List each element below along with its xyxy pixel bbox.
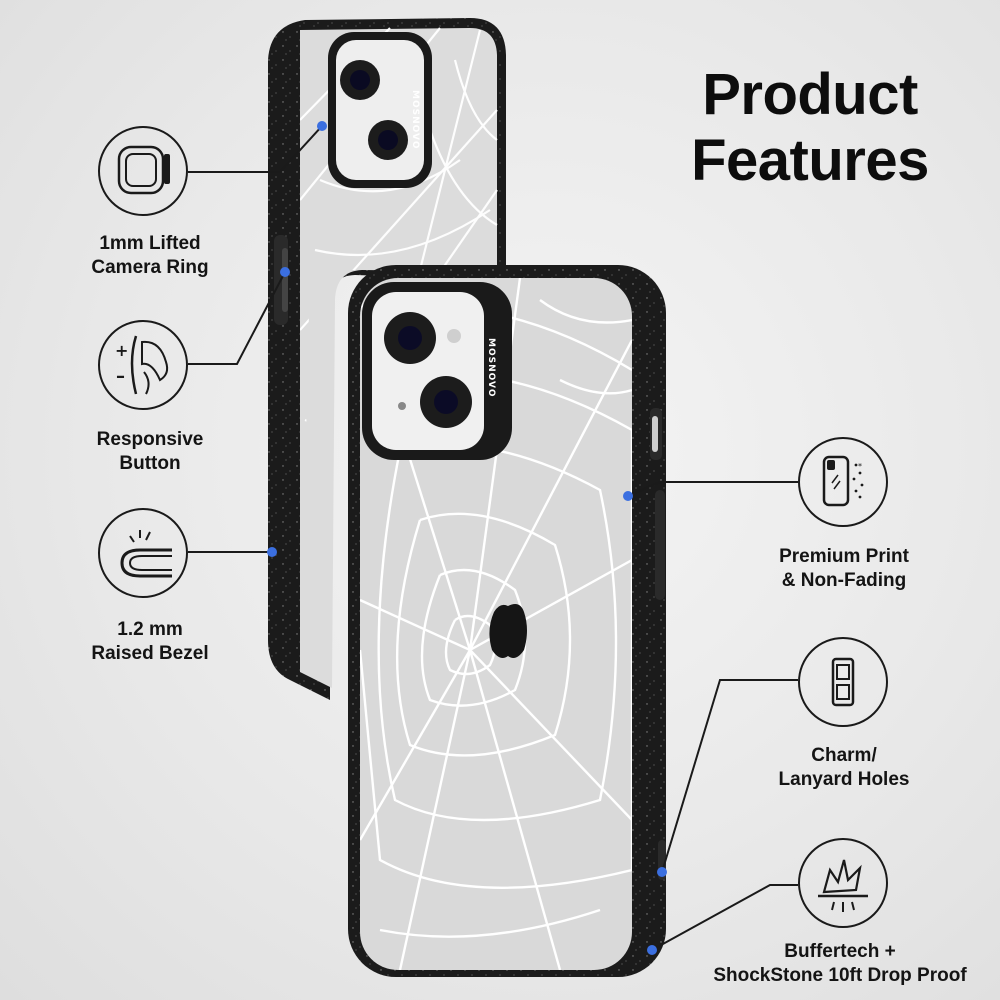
feature-label-raised-bezel: 1.2 mm Raised Bezel xyxy=(91,619,209,664)
front-case-brand-wordmark: MOSNOVO xyxy=(486,338,496,398)
feature-label-camera-ring: 1mm Lifted Camera Ring xyxy=(91,233,209,278)
title-line-1: Product xyxy=(702,62,918,127)
svg-text:*: * xyxy=(858,462,862,471)
camera-ring-icon xyxy=(98,126,188,216)
svg-text:+: + xyxy=(115,341,128,360)
callout-dot-drop xyxy=(647,945,657,955)
premium-print-icon: * xyxy=(798,437,888,527)
callout-dot-lanyard xyxy=(657,867,667,877)
front-phone-case: MOSNOVO xyxy=(348,265,666,977)
drop-proof-icon xyxy=(798,838,888,928)
lanyard-holes-icon xyxy=(798,637,888,727)
raised-bezel-icon xyxy=(98,508,188,598)
feature-label-premium-print: Premium Print & Non-Fading xyxy=(779,546,909,591)
callout-lines xyxy=(188,125,798,951)
page-title: Product Features xyxy=(640,62,980,194)
callout-dot-bezel xyxy=(267,547,277,557)
responsive-button-icon: + – xyxy=(98,320,188,410)
callout-dot-print xyxy=(623,491,633,501)
title-line-2: Features xyxy=(691,128,929,193)
feature-label-lanyard-holes: Charm/ Lanyard Holes xyxy=(778,745,910,790)
callout-dot-camera-ring xyxy=(317,121,327,131)
callout-dots xyxy=(267,121,667,955)
callout-dot-button xyxy=(280,267,290,277)
feature-label-responsive-button: Responsive Button xyxy=(96,429,204,474)
feature-label-drop-proof: Buffertech + ShockStone 10ft Drop Proof xyxy=(713,941,967,986)
back-case-brand-wordmark: MOSNOVO xyxy=(410,90,420,150)
svg-text:–: – xyxy=(116,366,125,387)
